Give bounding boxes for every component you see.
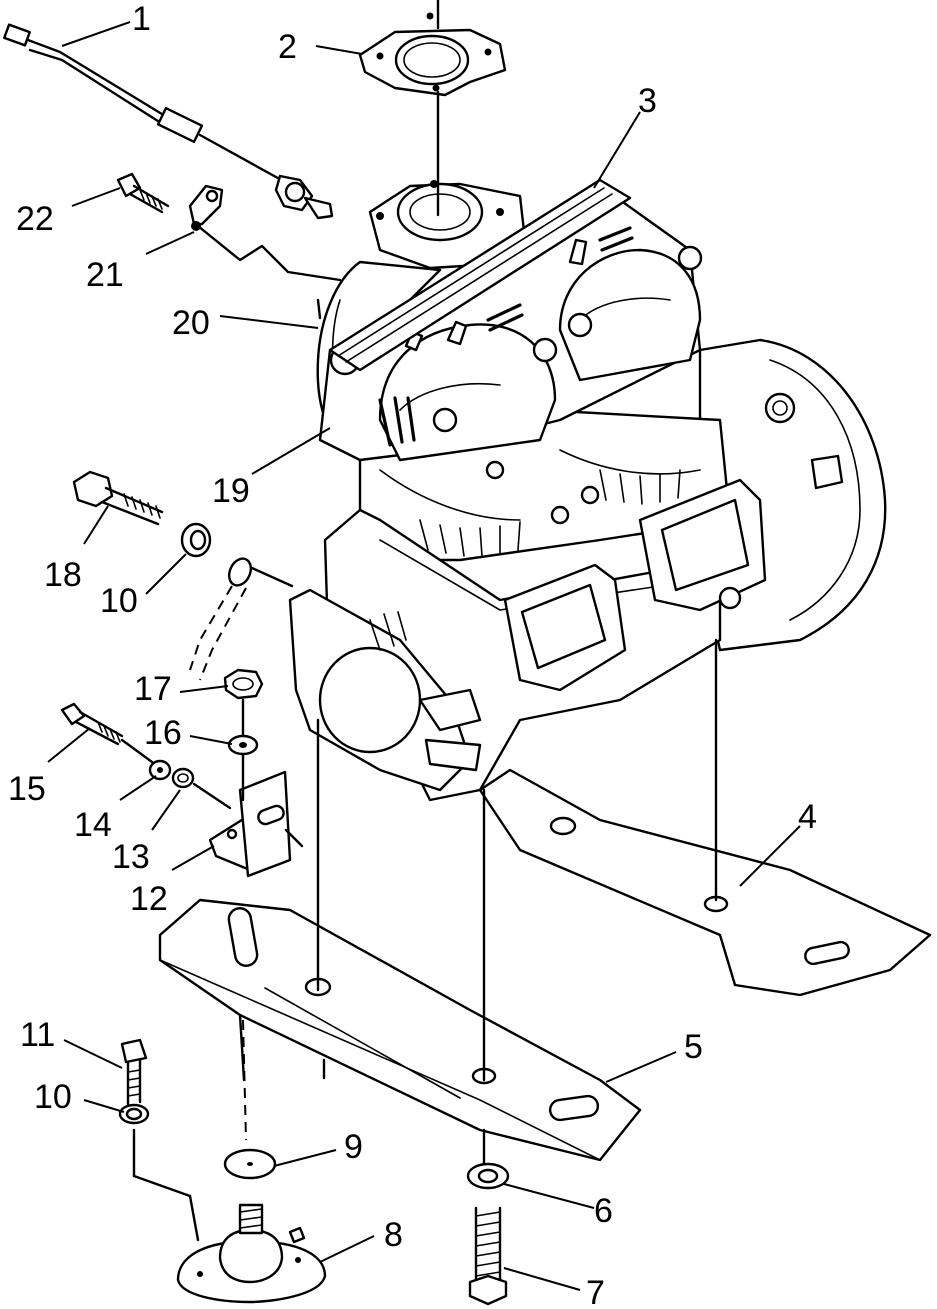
callout-17: 17 bbox=[134, 670, 172, 708]
callout-20: 20 bbox=[172, 304, 210, 342]
part-17-nut bbox=[223, 668, 264, 700]
assembly-centerlines bbox=[132, 183, 718, 1242]
engine-block bbox=[288, 178, 887, 802]
callout-12: 12 bbox=[130, 880, 168, 918]
callout-5: 5 bbox=[684, 1028, 703, 1066]
callout-14: 14 bbox=[74, 806, 112, 844]
part-13-lock-washer bbox=[171, 767, 232, 810]
callout-7: 7 bbox=[586, 1274, 605, 1309]
callout-1: 1 bbox=[132, 0, 151, 38]
part-1-cable bbox=[3, 23, 334, 220]
part-10-washer-lower bbox=[118, 1103, 150, 1125]
part-11-bolt bbox=[120, 1038, 148, 1106]
callout-2: 2 bbox=[278, 28, 297, 66]
callout-8: 8 bbox=[384, 1216, 403, 1254]
part-8-rubber-mount bbox=[176, 1203, 327, 1304]
part-12-bracket bbox=[208, 770, 304, 878]
part-21-ground-terminal bbox=[188, 184, 342, 282]
callout-18: 18 bbox=[44, 556, 82, 594]
part-22-screw bbox=[116, 172, 170, 214]
leader-lines bbox=[47, 21, 801, 1291]
callout-10-upper: 10 bbox=[100, 582, 138, 620]
part-2-gasket bbox=[358, 0, 507, 187]
callout-16: 16 bbox=[144, 714, 182, 752]
callout-9: 9 bbox=[344, 1128, 363, 1166]
part-16-washer bbox=[227, 734, 259, 756]
part-6-washer bbox=[466, 1162, 510, 1190]
callout-3: 3 bbox=[638, 82, 657, 120]
part-4-mount-rail bbox=[478, 768, 932, 997]
part-9-washer bbox=[223, 1148, 277, 1180]
callout-15: 15 bbox=[8, 770, 46, 808]
part-10-washer-upper bbox=[180, 522, 212, 558]
ground-strap bbox=[189, 557, 294, 681]
callout-6: 6 bbox=[594, 1192, 613, 1230]
callout-19: 19 bbox=[212, 472, 250, 510]
part-15-bolt bbox=[60, 702, 154, 764]
callout-4: 4 bbox=[798, 798, 817, 836]
callout-22: 22 bbox=[16, 200, 54, 238]
part-18-bolt bbox=[72, 470, 164, 526]
callout-13: 13 bbox=[112, 838, 150, 876]
callout-labels: 1 2 3 4 5 6 7 8 9 10 10 11 12 13 14 15 1… bbox=[8, 0, 817, 1309]
callout-10-lower: 10 bbox=[34, 1078, 72, 1116]
part-5-mount-plate bbox=[158, 898, 642, 1162]
callout-11: 11 bbox=[20, 1016, 55, 1054]
callout-21: 21 bbox=[86, 256, 124, 294]
part-7-bolt bbox=[468, 1206, 508, 1306]
part-14-washer bbox=[148, 759, 172, 781]
